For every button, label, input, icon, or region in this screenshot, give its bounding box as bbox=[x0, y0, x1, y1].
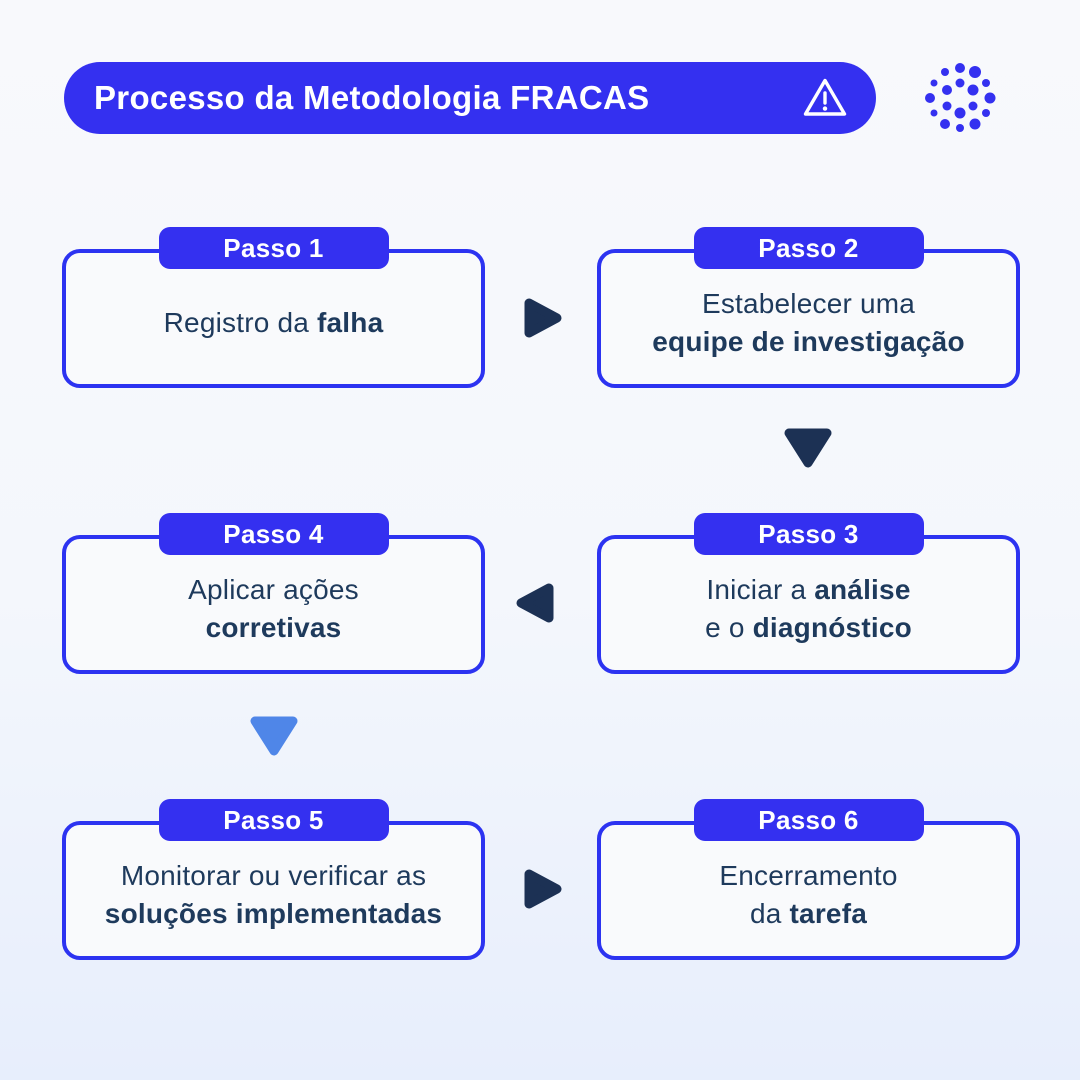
step-label-2: Passo 2 bbox=[758, 232, 859, 263]
step-label-5: Passo 5 bbox=[223, 804, 324, 835]
arrow-left-icon-step3-step4 bbox=[516, 583, 554, 623]
step-label-pill-6: Passo 6 bbox=[693, 799, 924, 841]
arrow-right-icon-step5-step6 bbox=[524, 869, 562, 909]
step-label-pill-3: Passo 3 bbox=[693, 513, 924, 555]
warning-triangle-icon bbox=[803, 78, 847, 116]
dots-circle-logo bbox=[925, 63, 996, 132]
step-label-3: Passo 3 bbox=[758, 518, 859, 549]
title-pill: Processo da Metodologia FRACAS bbox=[64, 62, 876, 134]
arrow-right-icon-step1-step2 bbox=[524, 298, 562, 338]
step-description-1: Registro da falha bbox=[163, 306, 384, 338]
step-label-pill-1: Passo 1 bbox=[158, 227, 389, 269]
step-label-1: Passo 1 bbox=[223, 232, 324, 263]
step-box-1: Passo 1 Registro da falha bbox=[62, 227, 485, 388]
step-label-4: Passo 4 bbox=[223, 518, 324, 549]
step-label-pill-4: Passo 4 bbox=[158, 513, 389, 555]
step-label-pill-5: Passo 5 bbox=[158, 799, 389, 841]
arrow-down-icon-step4-step5 bbox=[250, 716, 298, 756]
step-label-pill-2: Passo 2 bbox=[693, 227, 924, 269]
page-title: Processo da Metodologia FRACAS bbox=[94, 79, 650, 116]
step-label-6: Passo 6 bbox=[758, 804, 859, 835]
arrow-down-icon-step2-step3 bbox=[784, 428, 832, 468]
